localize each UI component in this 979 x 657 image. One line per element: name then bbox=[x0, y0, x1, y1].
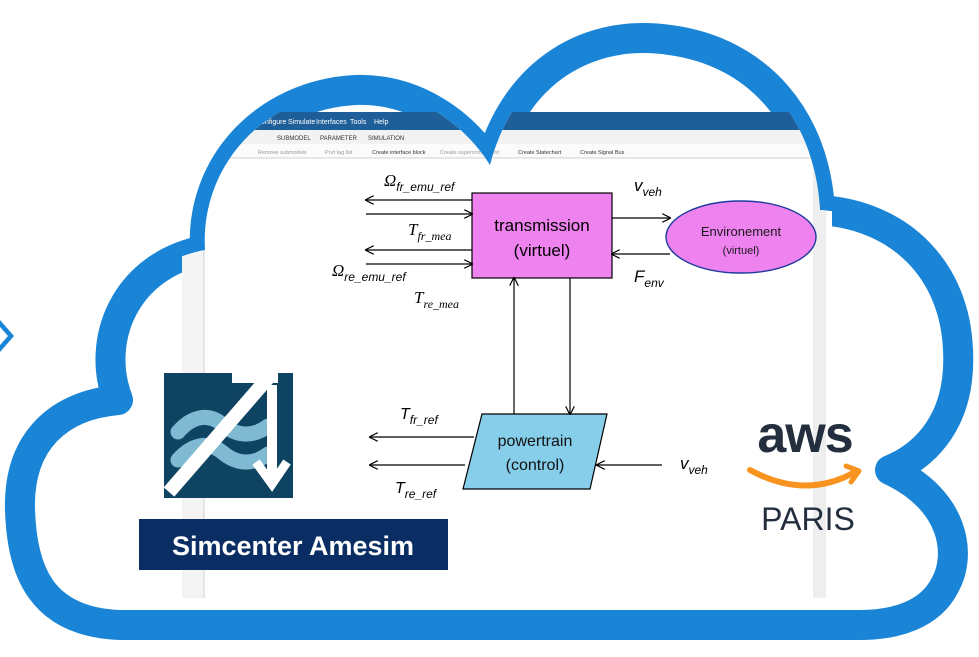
aws-wordmark: aws bbox=[757, 406, 852, 464]
label-v-veh-bottom: vveh bbox=[680, 454, 708, 477]
aws-logo: aws PARIS bbox=[747, 406, 862, 537]
environment-label: Environement bbox=[701, 224, 782, 239]
amesim-logo bbox=[163, 373, 293, 498]
label-v-veh-top: vveh bbox=[634, 176, 662, 199]
powertrain-sublabel: (control) bbox=[506, 457, 565, 474]
toolbar-button-5[interactable]: Create Statechart bbox=[518, 150, 562, 156]
powertrain-label: powertrain bbox=[498, 433, 573, 450]
transmission-sublabel: (virtuel) bbox=[514, 241, 571, 260]
toolbar-button-1[interactable]: Remove submodels bbox=[258, 150, 307, 156]
signal-arrows bbox=[366, 200, 670, 465]
label-omega-re-emu-ref: Ωre_emu_ref bbox=[332, 261, 407, 284]
tab-bar bbox=[182, 130, 832, 144]
menu-item-tools[interactable]: Tools bbox=[350, 119, 367, 126]
label-t-re-mea: Tre_mea bbox=[414, 288, 459, 311]
label-f-env: Fenv bbox=[634, 267, 665, 290]
label-t-fr-ref: Tfr_ref bbox=[400, 406, 439, 427]
menu-bar bbox=[182, 112, 832, 130]
tab-items: SUBMODEL PARAMETER SIMULATION bbox=[277, 136, 404, 142]
environment-block bbox=[665, 200, 817, 274]
chevron-right-icon bbox=[0, 320, 14, 352]
label-t-fr-mea: Tfr_mea bbox=[408, 220, 451, 243]
menu-item-interfaces[interactable]: Interfaces bbox=[316, 119, 347, 126]
tab-submodel[interactable]: SUBMODEL bbox=[277, 136, 311, 142]
toolbar-button-6[interactable]: Create Signal Bus bbox=[580, 150, 625, 156]
menu-item-edit[interactable]: Edit bbox=[210, 119, 222, 126]
menu-item-file[interactable]: File bbox=[190, 119, 201, 126]
aws-smile-icon bbox=[747, 467, 858, 489]
environment-sublabel: (virtuel) bbox=[723, 245, 760, 257]
transmission-label: transmission bbox=[494, 216, 589, 235]
simcenter-banner bbox=[139, 519, 448, 570]
toolbar-button-3[interactable]: Create interface block bbox=[372, 150, 426, 156]
toolbar bbox=[182, 144, 832, 158]
tab-parameter[interactable]: PARAMETER bbox=[320, 136, 358, 142]
toolbar-button-2[interactable]: Port tag list bbox=[325, 150, 353, 156]
menu-item-simulate[interactable]: Simulate bbox=[288, 119, 315, 126]
toolbar-items: Remove submodels Port tag list Create inte… bbox=[258, 150, 625, 156]
powertrain-block bbox=[462, 413, 608, 490]
menu-item-help[interactable]: Help bbox=[374, 119, 389, 126]
scrollbar[interactable] bbox=[813, 158, 826, 598]
transmission-block bbox=[471, 192, 613, 279]
label-omega-fr-emu-ref: Ωfr_emu_ref bbox=[384, 171, 456, 194]
menu-item-configure[interactable]: Configure bbox=[256, 119, 286, 126]
aws-city-label: PARIS bbox=[761, 501, 855, 537]
simcenter-label: Simcenter Amesim bbox=[172, 531, 414, 561]
label-t-re-ref: Tre_ref bbox=[395, 480, 438, 501]
toolbar-button-4[interactable]: Create supercomponent bbox=[440, 150, 499, 156]
tab-simulation[interactable]: SIMULATION bbox=[368, 136, 404, 142]
